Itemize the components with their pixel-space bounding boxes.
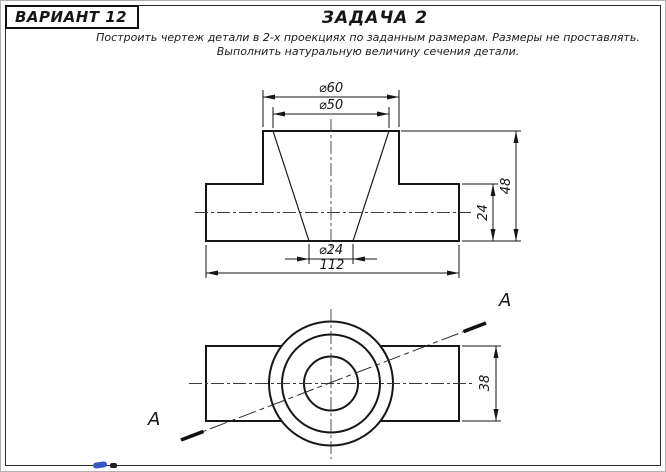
dim-label-d24: ⌀24: [319, 243, 343, 258]
instruction-line-1: Построить чертеж детали в 2-х проекциях …: [96, 31, 640, 44]
instruction-line-2: Выполнить натуральную величину сечения д…: [216, 45, 520, 58]
front-view-cone-hole-lines: [272, 130, 390, 242]
variant-label: ВАРИАНТ 12: [15, 8, 128, 26]
section-label-a-top: А: [498, 290, 511, 311]
front-view-dimensions: [205, 90, 521, 278]
section-line-a-a: [180, 321, 487, 442]
dim-label-112: 112: [320, 258, 345, 273]
front-view-centerlines: [195, 119, 471, 253]
sheet-frame: [5, 5, 661, 466]
section-end-stroke-bottom: [180, 429, 205, 442]
dim-label-24: 24: [476, 204, 491, 221]
dim-label-d60: ⌀60: [319, 81, 343, 96]
dim-label-38: 38: [478, 375, 493, 392]
section-end-stroke-top: [462, 321, 487, 334]
variant-box: ВАРИАНТ 12: [5, 5, 139, 29]
dim-label-48: 48: [499, 178, 514, 195]
top-view-centerlines: [189, 309, 473, 459]
dim-label-d50: ⌀50: [319, 98, 343, 113]
scan-mark-dark: [110, 463, 117, 468]
section-label-a-bottom: А: [147, 409, 160, 430]
top-view-dimensions: [462, 345, 501, 422]
task-title: ЗАДАЧА 2: [321, 8, 429, 28]
front-view-outline: [205, 130, 460, 242]
